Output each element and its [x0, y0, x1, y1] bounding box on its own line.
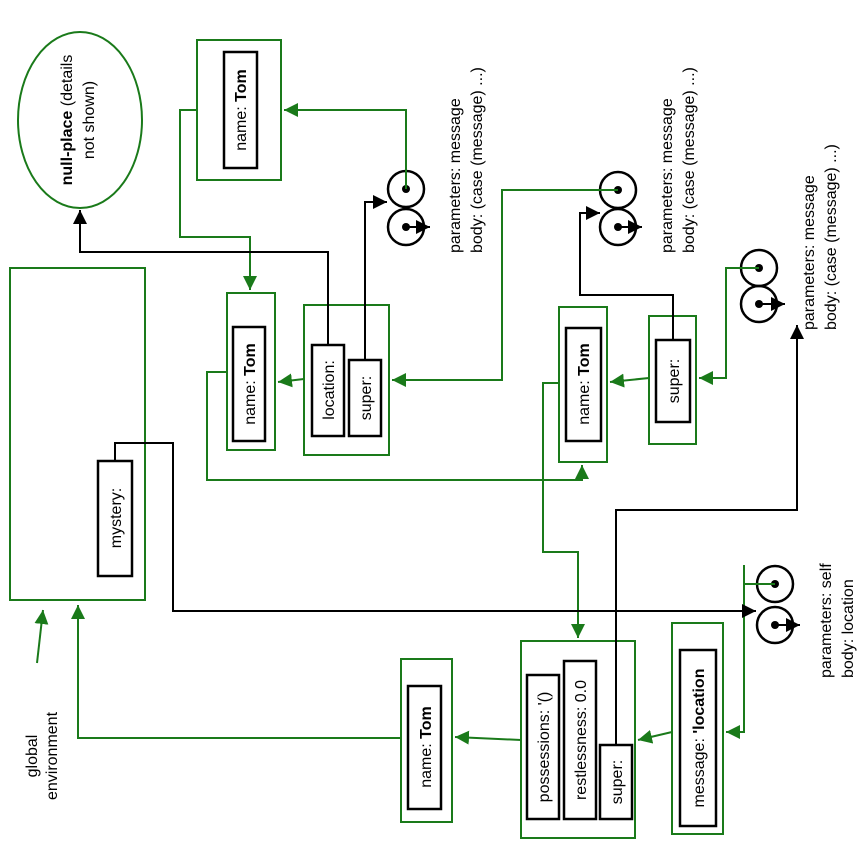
mid-name-label: name: Tom [242, 343, 259, 425]
proc4-env-arrow [726, 565, 775, 739]
proc3-body: body: (case (message) ...) [823, 144, 840, 330]
proc2-env-arrow [392, 189, 618, 387]
proc4-params: parameters: self [818, 563, 835, 678]
proc3-env-arrow [699, 267, 759, 385]
bottom-super-to-proc3-arrow [615, 325, 804, 745]
proc1-body: body: (case (message) ...) [469, 67, 486, 253]
restlessness-label: restlessness: 0.0 [573, 680, 590, 800]
possessions-box [525, 673, 561, 821]
message-label: message: 'location [691, 669, 708, 808]
global-env-label-arrow [34, 609, 49, 664]
bottom-name-frame [400, 658, 453, 823]
right-name-frame [558, 306, 608, 463]
restlessness-box [562, 659, 598, 821]
possessions-label: possessions: '() [536, 692, 553, 803]
proc3-params: parameters: message [801, 175, 818, 330]
bottom-name-label: name: Tom [418, 706, 435, 788]
bottom-name-to-global-arrow [71, 605, 401, 739]
mid-frame-to-mid-name-arrow [277, 373, 305, 388]
null-place-ellipse [17, 31, 143, 209]
bottom-name-box [406, 684, 443, 811]
global-environment-frame [9, 267, 146, 601]
top-name-label: name: Tom [233, 69, 250, 151]
proc2-params: parameters: message [659, 98, 676, 253]
proc1-env-arrow [284, 103, 407, 189]
message-frame [671, 622, 724, 835]
message-frame-to-bottom-frame-arrow [637, 729, 673, 744]
message-binding-box [678, 648, 718, 828]
global-env-label-line1: global [24, 735, 41, 778]
null-place-title: null-place [59, 111, 76, 186]
right-name-to-bottom-frame-arrow [542, 382, 585, 638]
right-super-to-proc2-arrow [579, 206, 674, 340]
mystery-label: mystery: [108, 488, 125, 548]
mid-frame [303, 304, 390, 456]
mystery-to-proc4-arrow [114, 442, 756, 618]
top-frame-to-mid-name-arrow [179, 109, 257, 290]
bottom-super-label: super: [609, 760, 626, 804]
proc2-body: body: (case (message) ...) [681, 67, 698, 253]
null-place-rest: (details [59, 55, 76, 111]
top-name-box [222, 50, 259, 170]
right-frame-to-right-name-arrow [609, 373, 650, 388]
proc4-body: body: location [840, 579, 857, 678]
bottom-frame-to-bottom-name-arrow [454, 730, 522, 745]
null-place-label: null-place (details [59, 55, 76, 186]
right-name-label: name: Tom [576, 343, 593, 425]
mid-name-box [231, 325, 267, 443]
mid-name-to-right-name-arrow [206, 371, 589, 481]
null-place-line2: not shown) [81, 81, 98, 159]
mid-super-to-proc1-arrow [364, 195, 387, 360]
mid-location-label: location: [321, 360, 338, 420]
mid-super-label: super: [358, 376, 375, 420]
location-to-null-place-arrow [73, 210, 329, 345]
right-name-box [564, 326, 603, 443]
global-env-label-line2: environment [44, 711, 61, 800]
proc1-params: parameters: message [447, 98, 464, 253]
right-super-label: super: [666, 359, 683, 403]
